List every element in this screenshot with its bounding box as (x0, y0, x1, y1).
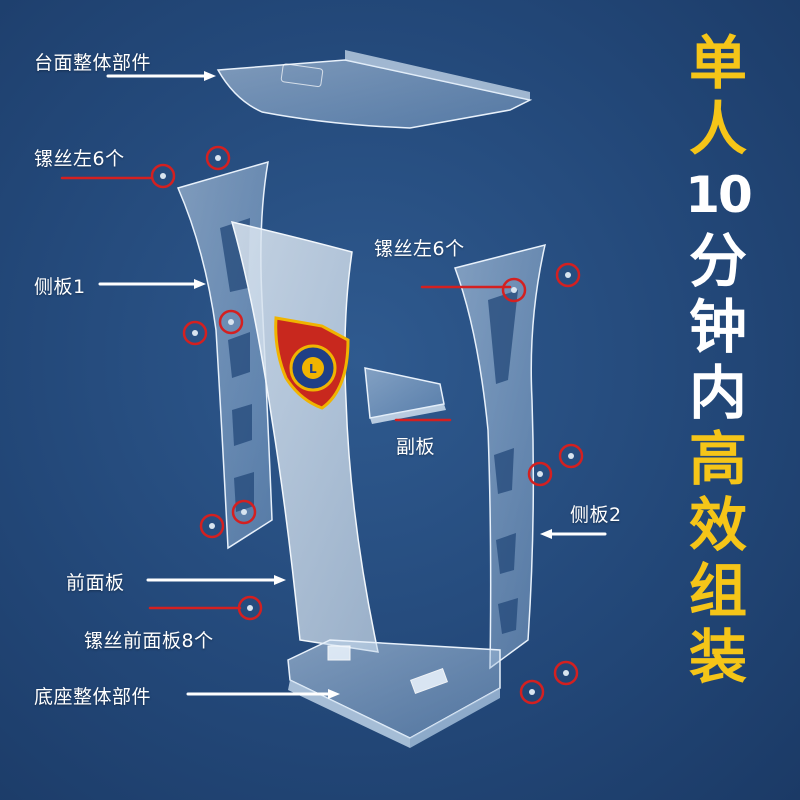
label-base: 底座整体部件 (34, 686, 152, 708)
screw-marker (218, 309, 244, 335)
label-screws-front: 镙丝前面板8个 (84, 630, 214, 652)
screw-marker (205, 145, 231, 171)
screw-marker (527, 461, 553, 487)
label-front-panel: 前面板 (66, 572, 125, 594)
screw-marker (150, 163, 176, 189)
base-part (287, 639, 501, 748)
tabletop-part (216, 50, 533, 129)
side-panel-2 (454, 243, 547, 670)
screw-marker (237, 595, 263, 621)
svg-text:L: L (309, 362, 317, 376)
side-panel-1 (176, 160, 273, 550)
title-char: 分 (688, 227, 747, 295)
screw-marker (182, 320, 208, 346)
screw-marker (555, 262, 581, 288)
title-char: 效 (688, 491, 747, 559)
title-char: 高 (688, 425, 747, 493)
screw-marker (501, 277, 527, 303)
vertical-title: 单 人 10 分 钟 内 高 效 组 装 (668, 30, 768, 690)
label-tabletop: 台面整体部件 (34, 52, 152, 74)
title-char: 内 (688, 359, 747, 427)
lions-emblem: L (274, 316, 350, 410)
screw-marker (553, 660, 579, 686)
title-char: 单 (688, 29, 747, 97)
sub-board (364, 367, 446, 424)
title-char: 组 (688, 557, 747, 625)
screw-marker (519, 679, 545, 705)
label-screws-left-top: 镙丝左6个 (34, 148, 125, 170)
front-panel (230, 220, 379, 653)
title-char: 钟 (688, 293, 747, 361)
title-char: 装 (688, 623, 747, 691)
screw-marker (231, 499, 257, 525)
title-char: 10 (685, 166, 753, 224)
screw-marker (558, 443, 584, 469)
label-screws-left-right: 镙丝左6个 (374, 238, 465, 260)
label-sub-board: 副板 (396, 436, 436, 458)
title-char: 人 (688, 95, 747, 163)
screw-dots (160, 155, 574, 695)
pointer-lines (60, 71, 607, 699)
screw-markers (150, 145, 584, 705)
screw-marker (199, 513, 225, 539)
label-side-panel-1: 侧板1 (34, 276, 86, 298)
label-side-panel-2: 侧板2 (570, 504, 622, 526)
